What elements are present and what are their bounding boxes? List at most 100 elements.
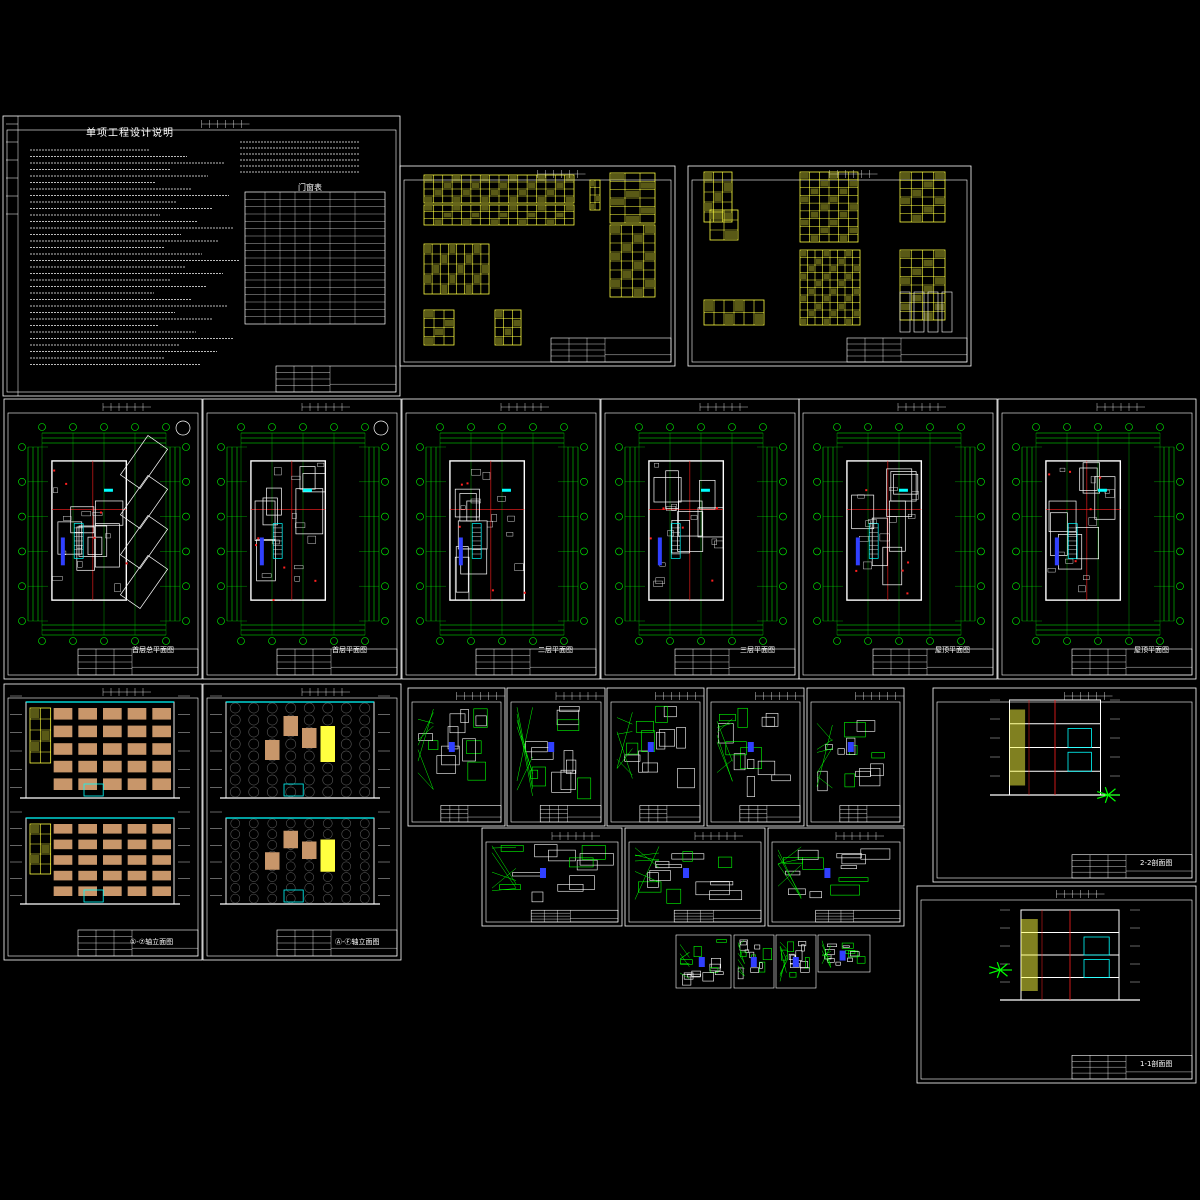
sheet-detail-4-inner [810,701,901,823]
ground-room [256,539,276,582]
elev1b-wood-panel [53,886,73,896]
elev2b-wood-panel [283,830,298,849]
mini-0-leader [679,944,690,958]
dwin-i-pane [705,203,713,211]
roof1-blue-fixture [855,537,860,566]
dwin-m-pane [901,303,911,311]
roof2-axis-bubble [1176,443,1184,451]
dwin-d-pane [633,262,643,269]
elev1a-wood-panel [53,760,73,773]
mini-0-leader [679,972,690,979]
detail-b0-part [581,845,606,860]
tree-frond [1107,794,1116,802]
elev1b-stair-window-pane [31,825,40,833]
sheet-content [6,116,1192,1079]
detail-2-part [624,754,641,762]
floor2-furniture [471,469,481,476]
sheet-site-inner [7,412,199,676]
detail-b1-part [638,881,662,893]
dwin-m-pane [912,294,922,302]
detail-1-leader [516,707,533,782]
ground-red-mark [283,566,286,569]
dwin-j-pane [839,188,848,195]
floor2-axis-bubble [498,423,506,431]
floor2-axis-bubble [529,637,537,645]
elev1a-wood-panel [127,743,147,755]
elev1b-wood-panel [127,855,147,865]
detail-b1-leader [634,871,660,883]
roof1-outer-wall [846,460,923,601]
elev1b-wood-panel [78,839,97,850]
roof2-outer-wall [1045,460,1122,601]
sheet-door-window-1-inner [403,179,672,363]
elev2b-wood-panel [302,841,317,859]
sec1-stair-glass [1021,919,1038,991]
elev2a-tile [340,726,352,738]
mini-2-leader [779,947,787,973]
dwin-a-pane [565,197,573,202]
detail-b0-leader [491,852,517,889]
detail-b2-part [797,849,819,860]
mini-2-blue-fixture [792,957,799,967]
dwin-d-pane [611,253,621,260]
dwin-a-pane [518,190,527,195]
elev2b-tile [267,840,278,850]
roof2-furniture [1047,568,1056,573]
site-axis-bubble [100,423,108,431]
elev1a-wood-panel [78,725,97,738]
elev2a-tile [285,702,297,714]
floor3-axis-bubble [635,637,643,645]
elev2b-tile [359,840,370,850]
elev2a-tile [303,786,315,798]
floor3-red-mark [711,579,714,582]
detail-b0-leader [491,868,517,889]
roof2-furniture [1105,489,1115,498]
tree-frond [999,963,1008,971]
dwin-b-pane [500,212,508,218]
elev1b-wood-panel [152,824,171,834]
mini-1-leader [737,959,745,970]
roof1-furniture [889,487,898,491]
ground-axis-bubble [361,423,369,431]
elev2b-tile [230,818,241,829]
dwin-m-pane [934,277,944,284]
detail-1-part [556,709,580,726]
site-room [78,525,108,557]
detail-1-part [559,706,580,712]
detail-0-leader [417,772,434,790]
dwin-e-pane [425,245,432,253]
detail-b2-part [830,884,860,896]
detail-0-leader [417,708,434,762]
dwin-j-pane [830,173,838,179]
mini-0-part [683,972,694,980]
dwin-j-pane [849,204,857,210]
dwin-c-pane [626,215,639,222]
elev2b-tile [304,883,315,893]
mini-0-part [711,958,721,969]
floor2-furniture [507,515,515,522]
site-blue-fixture [60,537,65,566]
detail-b1-part [709,890,743,901]
ground-axis-bubble [381,512,389,521]
detail-4-part [817,770,828,792]
tree-frond [999,969,1008,977]
elev2a-tile [285,786,297,798]
ground-room [302,473,326,493]
floor2-axis-bubble [529,423,537,431]
elev1a-wood-panel [78,743,97,755]
detail-2-part [658,729,675,747]
sheet-ground-inner [206,412,398,676]
elev2b-tile [341,893,352,904]
floor3-blue-fixture [657,537,662,566]
detail-b2-part [802,857,824,870]
mini-2-part [798,941,807,947]
elev1b-wood-panel [152,886,171,896]
detail-3-leader [716,741,733,781]
roof1-axis-bubble [833,637,841,645]
dwin-j-pane [810,235,819,241]
elev2b-wood-panel [265,852,280,870]
site-furniture [92,512,103,516]
floor2-axis-bubble [416,477,424,486]
roof1-furniture [889,516,897,523]
elev2a-tile [340,786,352,798]
